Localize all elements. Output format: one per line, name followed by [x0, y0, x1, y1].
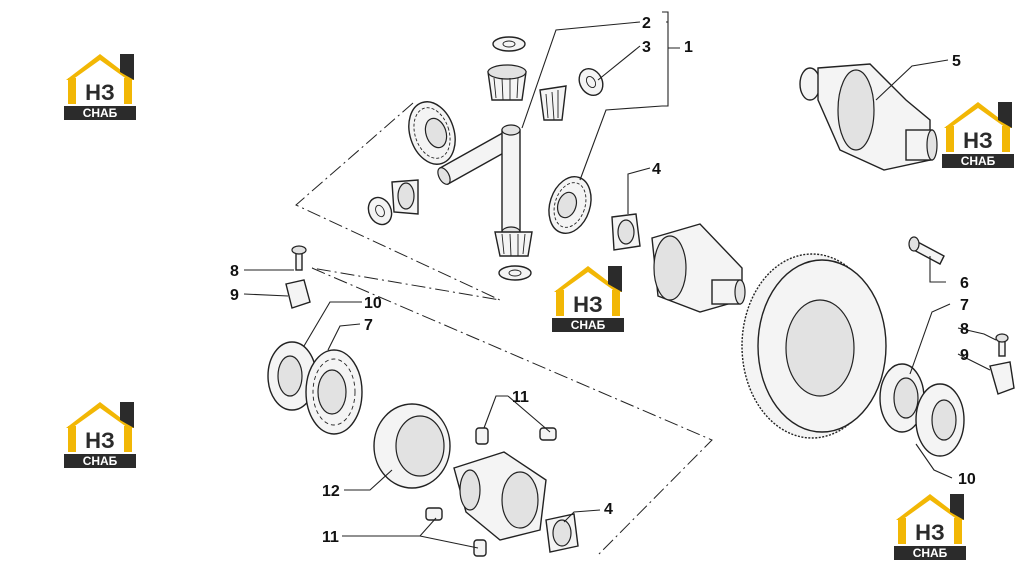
- callout-5: 5: [952, 53, 961, 70]
- bearing-ring-10-right: [915, 383, 965, 457]
- callout-10-left: 10: [364, 295, 382, 312]
- thrust-washer-4-lower: [545, 513, 579, 553]
- callout-9-right: 9: [960, 347, 969, 364]
- bolt-6: [908, 236, 945, 265]
- differential-housing-half: [651, 223, 746, 313]
- callout-8-left: 8: [230, 263, 239, 280]
- lock-plate-9-right: [989, 361, 1015, 395]
- pinion-gear-bottom: [494, 231, 533, 257]
- washer-3: [578, 67, 604, 97]
- svg-text:СНАБ: СНАБ: [83, 454, 118, 468]
- callout-3: 3: [642, 39, 651, 56]
- logo-watermark: СНАБ: [64, 54, 136, 120]
- washer-bottom: [498, 265, 532, 281]
- callout-2: 2: [642, 15, 651, 32]
- cross-shaft: [437, 124, 521, 238]
- callout-6: 6: [960, 275, 969, 292]
- callout-4-lower: 4: [604, 501, 613, 518]
- callout-11-upper: 11: [512, 389, 529, 406]
- bolt-8-left: [291, 245, 307, 271]
- callout-11-lower: 11: [322, 529, 339, 546]
- callout-1: 1: [684, 39, 693, 56]
- svg-text:СНАБ: СНАБ: [913, 546, 948, 560]
- callout-4-upper: 4: [652, 161, 661, 178]
- ring-12: [373, 403, 451, 489]
- bearing-7-left: [305, 349, 363, 435]
- logo-watermark: СНАБ: [64, 402, 136, 468]
- logo-watermark: СНАБ: [552, 266, 624, 332]
- side-gear-left: [408, 101, 456, 165]
- svg-text:СНАБ: СНАБ: [571, 318, 606, 332]
- callout-labels: 1 2 3 4 4 5 6 7 8 9 10 8 9 10 7 11 12 11: [230, 15, 976, 546]
- logo-watermark: СНАБ: [894, 494, 966, 560]
- callout-7-right: 7: [960, 297, 969, 314]
- side-gear-right: [548, 176, 592, 234]
- thrust-washer-4-upper: [611, 213, 641, 251]
- lock-plate-9-left: [285, 279, 311, 309]
- differential-housing-lower: [453, 451, 547, 541]
- ring-gear: [741, 253, 887, 439]
- bearing-ring-10-left: [267, 341, 317, 411]
- callout-7-left: 7: [364, 317, 373, 334]
- callout-8-right: 8: [960, 321, 969, 338]
- pinion-gear-top: [487, 64, 527, 101]
- pins-11: [425, 427, 557, 557]
- pinion-gear-left: [391, 179, 419, 215]
- callout-12: 12: [322, 483, 340, 500]
- logo-watermark: СНАБ: [942, 102, 1014, 168]
- callout-10-right: 10: [958, 471, 976, 488]
- washer-top: [492, 36, 526, 52]
- assembly-dashed-outline: [295, 102, 713, 556]
- bolt-8-right: [995, 333, 1009, 357]
- differential-assembly-5: [799, 63, 938, 171]
- callout-9-left: 9: [230, 287, 239, 304]
- svg-text:СНАБ: СНАБ: [961, 154, 996, 168]
- svg-text:СНАБ: СНАБ: [83, 106, 118, 120]
- leader-lines: [243, 11, 997, 549]
- pinion-gear-right: [539, 85, 567, 121]
- washer-left: [367, 196, 393, 226]
